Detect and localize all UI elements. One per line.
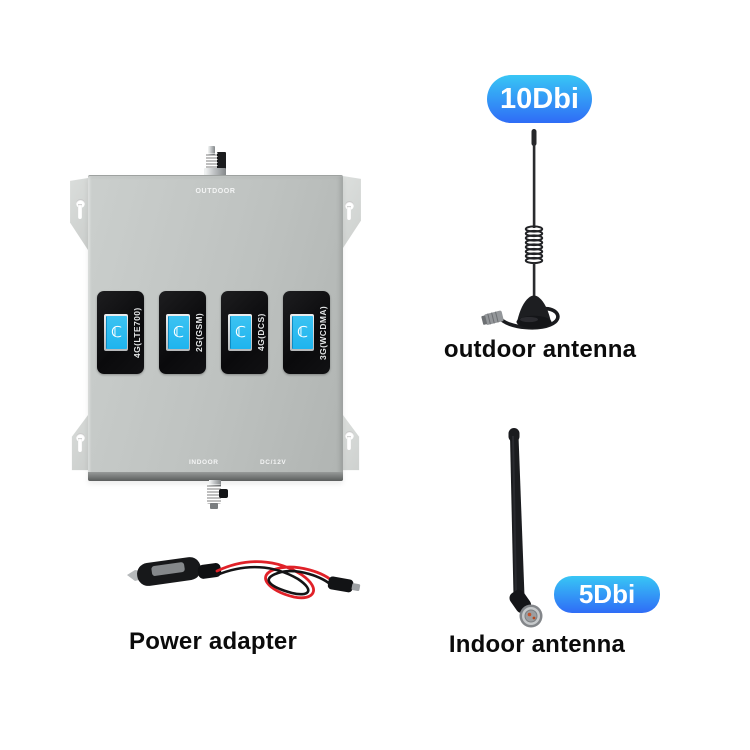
band-panel-gsm: ℂ 2G(GSM): [159, 291, 206, 374]
antenna-tip: [531, 129, 537, 146]
power-adapter-illustration: [127, 557, 361, 600]
antenna-coil: [524, 225, 544, 265]
body-bottom-edge: [88, 472, 343, 481]
band-screen: ℂ: [104, 314, 128, 351]
power-adapter-caption: Power adapter: [129, 628, 297, 655]
keyhole-slot: [344, 200, 354, 210]
indoor-antenna-illustration: [508, 428, 543, 628]
brand-logo-icon: ℂ: [234, 323, 246, 341]
cable-sleeve: [197, 563, 222, 579]
outdoor-port-label: OUTDOOR: [195, 188, 236, 195]
keyhole-slot: [344, 430, 354, 440]
whip-rod: [510, 436, 525, 596]
band-panel-dcs: ℂ 4G(DCS): [221, 291, 268, 374]
brand-logo-icon: ℂ: [296, 323, 308, 341]
antenna-rod-lower: [532, 262, 536, 298]
antenna-cable: [498, 306, 560, 330]
dc-power-label: DC/12V: [260, 459, 287, 466]
base-highlight: [520, 316, 538, 323]
band-label: 2G(GSM): [194, 312, 204, 353]
keyhole-slot: [78, 438, 82, 452]
keyhole-slot: [347, 436, 351, 450]
keyhole-slot: [75, 198, 85, 208]
keyhole-slot: [347, 206, 351, 220]
band-label: 4G(DCS): [256, 313, 266, 352]
keyhole-slot: [78, 204, 82, 219]
indoor-antenna-caption: Indoor antenna: [448, 631, 626, 658]
mounting-ear-bottom-left: [71, 415, 88, 471]
band-label: 3G(WCDMA): [318, 305, 328, 360]
outdoor-antenna-illustration: [481, 129, 560, 330]
brand-logo-icon: ℂ: [172, 323, 184, 341]
connector-pin: [527, 612, 532, 617]
mounting-ear-bottom-right: [343, 415, 360, 471]
cigarette-plug: [137, 557, 201, 586]
brand-logo-icon: ℂ: [110, 323, 122, 341]
whip-highlight: [512, 436, 517, 596]
band-screen: ℂ: [166, 314, 190, 351]
cable-connector: [481, 310, 504, 325]
mounting-ear-top-left: [70, 178, 88, 250]
mounting-ear-top-right: [343, 176, 361, 248]
antenna-rod: [532, 144, 536, 228]
outdoor-port-connector: [204, 146, 228, 176]
indoor-gain-badge: 5Dbi: [554, 576, 660, 613]
magnetic-base-cone: [517, 295, 551, 322]
booster-body: OUTDOOR ℂ 4G(LTE700) ℂ 2G(GSM) ℂ 4G(DCS): [88, 175, 343, 481]
black-wire: [215, 565, 334, 596]
band-label: 4G(LTE700): [132, 307, 142, 358]
red-wire: [215, 560, 335, 600]
outdoor-antenna-caption: outdoor antenna: [443, 336, 637, 363]
band-screen: ℂ: [228, 314, 252, 351]
outdoor-gain-badge: 10Dbi: [487, 75, 592, 123]
keyhole-slot: [75, 432, 85, 442]
band-screen: ℂ: [290, 314, 314, 351]
dc-barrel-plug: [327, 576, 361, 593]
indoor-port-label: INDOOR: [189, 459, 219, 466]
band-panel-lte700: ℂ 4G(LTE700): [97, 291, 144, 374]
band-panel-wcdma: ℂ 3G(WCDMA): [283, 291, 330, 374]
indoor-port-connector: [203, 480, 229, 510]
